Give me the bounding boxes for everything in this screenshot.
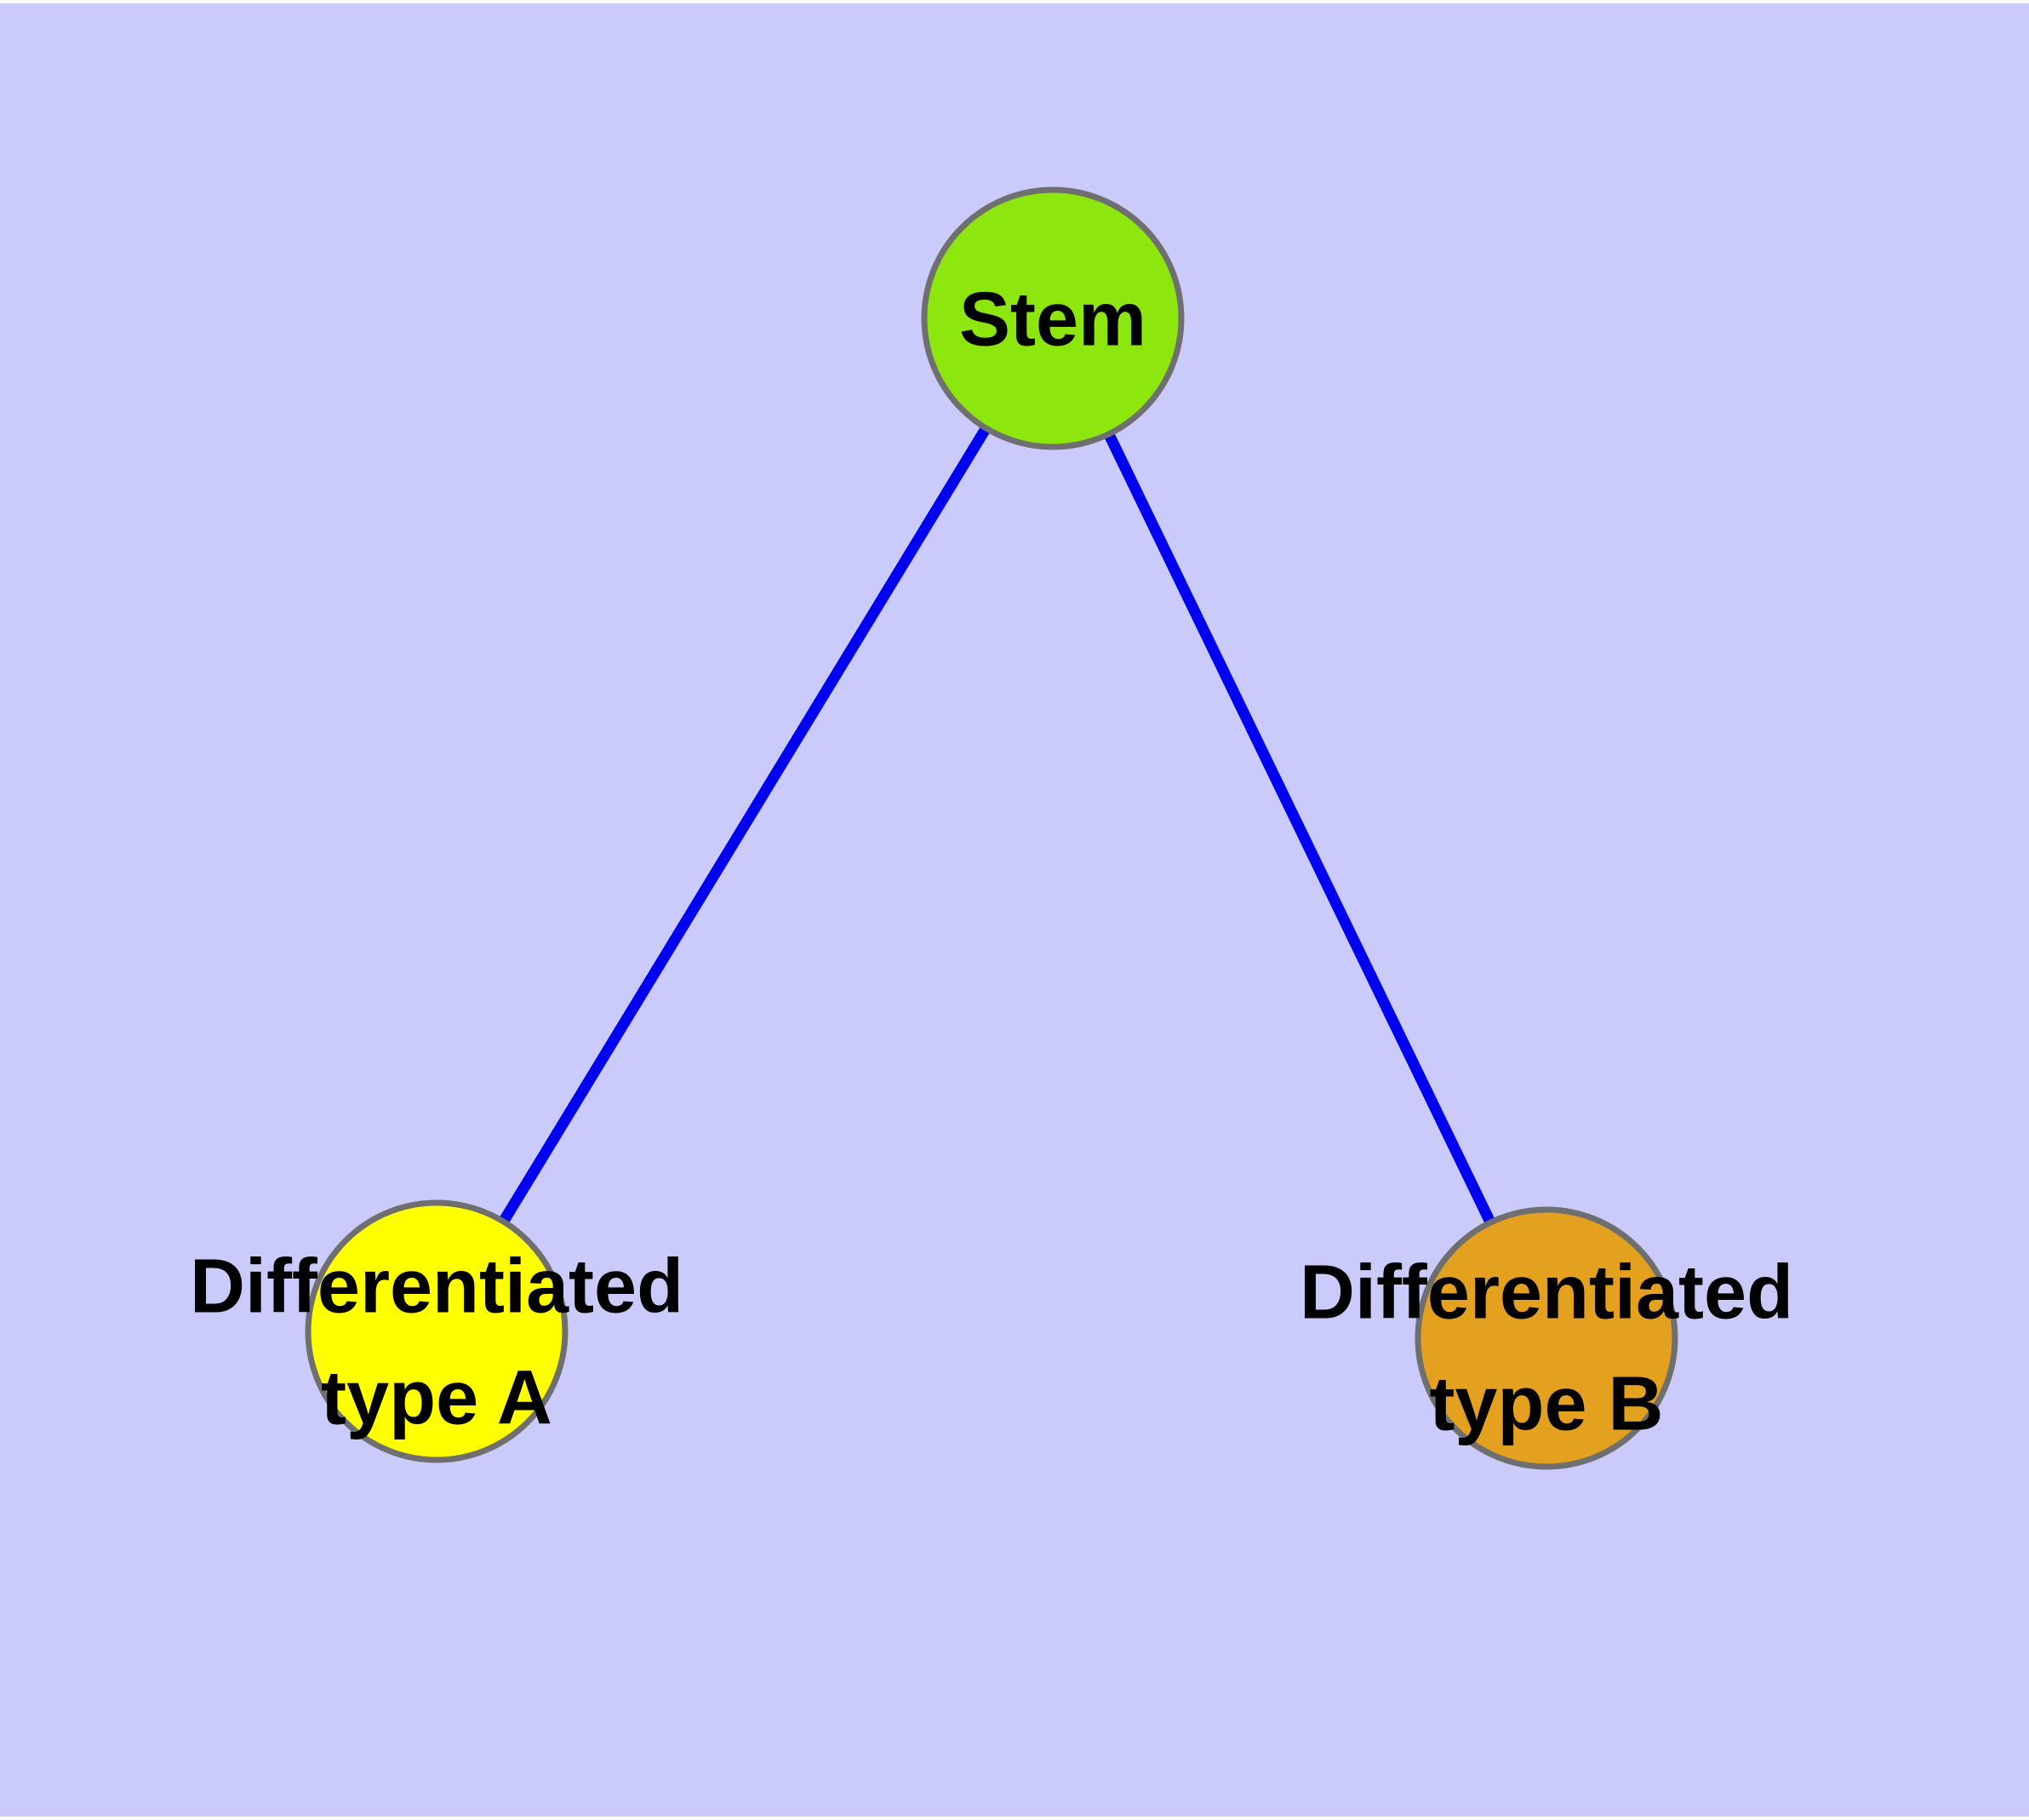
edge-stem-to-type-b <box>1048 316 1552 1341</box>
node-type-b-circle <box>1415 1206 1678 1470</box>
node-type-a-circle <box>305 1199 569 1463</box>
edge-stem-to-type-a <box>432 315 1058 1335</box>
node-stem-circle <box>921 186 1185 450</box>
